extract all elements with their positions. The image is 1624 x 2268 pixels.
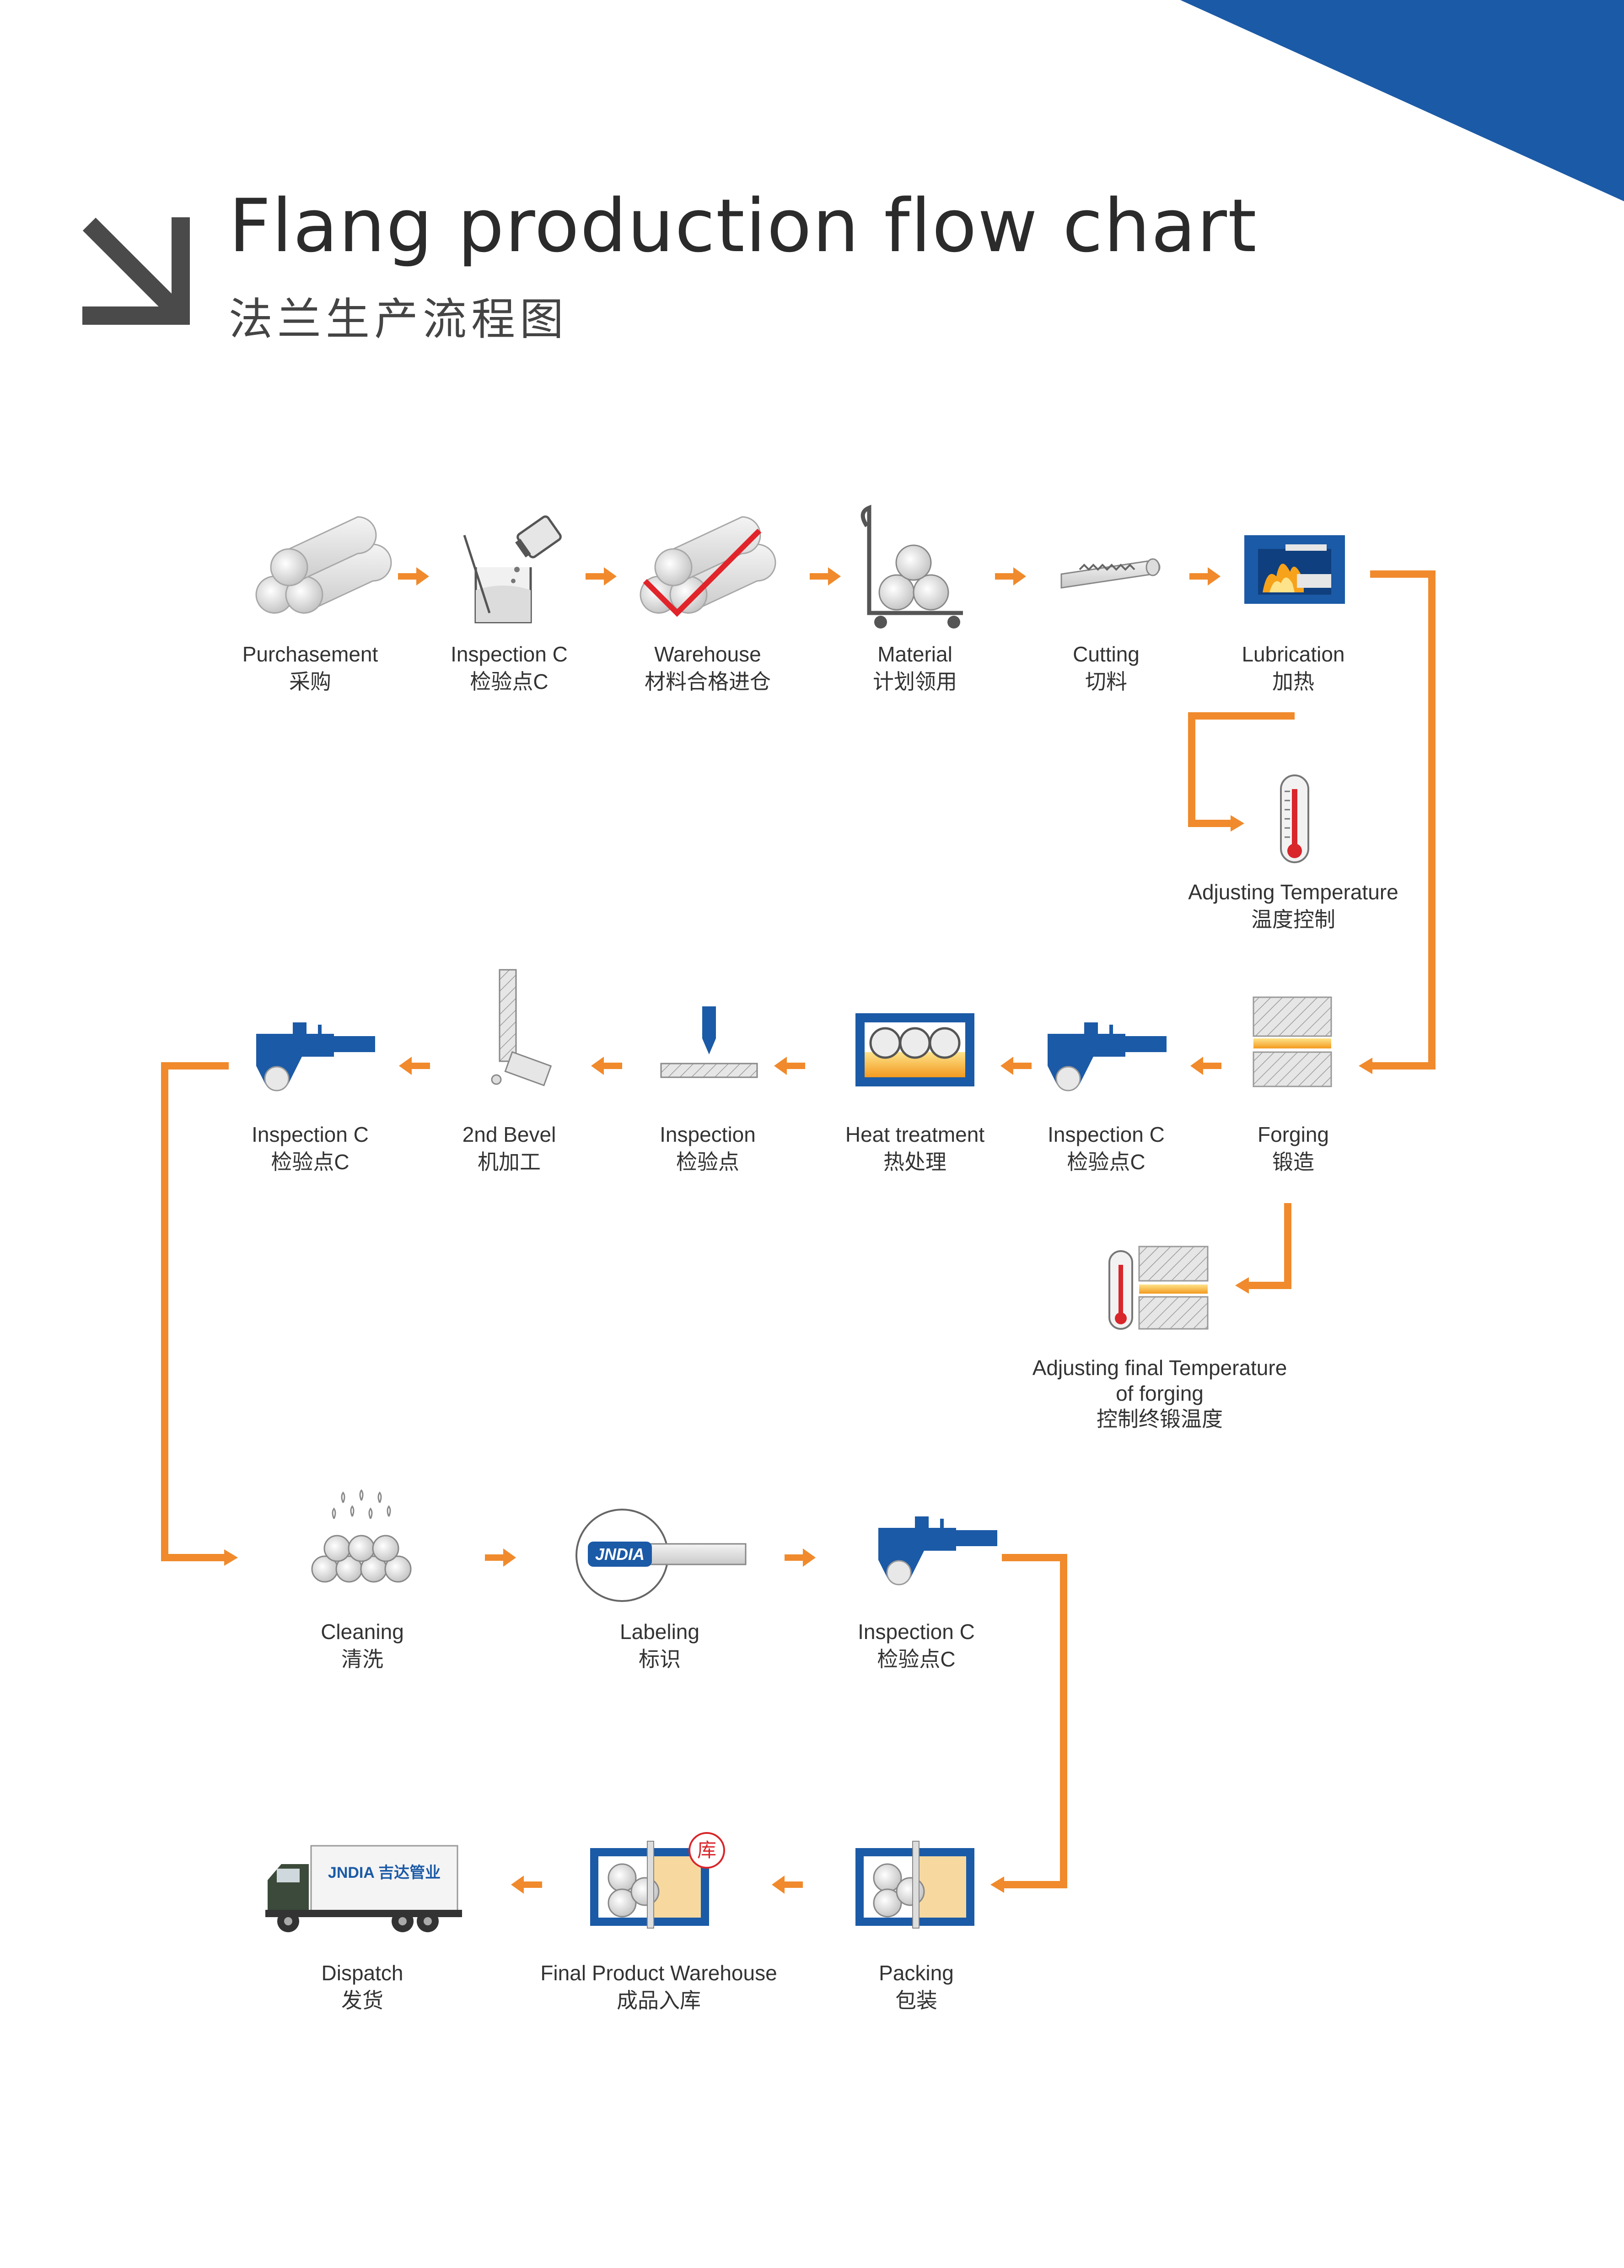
step-label-cutting: Cutting 切料 [941, 640, 1271, 695]
label-brand-text: JNDIA [595, 1545, 645, 1564]
step-label-en: Heat treatment [845, 1123, 985, 1146]
step-label-en: Labeling [620, 1620, 699, 1644]
step-label-material: Material 计划领用 [750, 640, 1080, 695]
step-label-zh: 加热 [1272, 670, 1314, 693]
step-label-en: Adjusting final Temperature [1032, 1356, 1287, 1380]
caliper-icon [1047, 1021, 1167, 1091]
caliper-icon [877, 1516, 998, 1585]
cleaning-icon [311, 1489, 412, 1583]
step-label-adjusting-final-temp: Adjusting final Temperature of forging 控… [995, 1355, 1324, 1432]
step-label-zh: 清洗 [341, 1647, 383, 1671]
step-label-zh: 材料合格进仓 [645, 670, 771, 693]
step-label-zh: 机加工 [478, 1150, 541, 1174]
step-label-en-line2: of forging [1116, 1381, 1204, 1405]
step-label-zh: 采购 [289, 670, 331, 693]
step-arrows [398, 567, 1221, 1894]
package-box-icon [855, 1841, 974, 1929]
step-label-packing: Packing 包装 [752, 1959, 1081, 2014]
step-label-purchasement: Purchasement 采购 [145, 640, 475, 695]
step-label-zh: 温度控制 [1251, 908, 1335, 931]
step-label-en: Inspection C [858, 1620, 975, 1644]
step-label-en: Material [877, 642, 952, 666]
step-label-en: Cutting [1073, 642, 1140, 666]
step-label-inspection-1: Inspection C 检验点C [344, 640, 674, 695]
step-label-en: Lubrication [1242, 642, 1345, 666]
step-label-inspection-4: Inspection C 检验点C [145, 1121, 475, 1176]
step-label-adjusting-temp: Adjusting Temperature 温度控制 [1129, 878, 1458, 933]
approved-bars-icon [640, 516, 776, 617]
step-label-bevel: 2nd Bevel 机加工 [344, 1121, 674, 1176]
step-label-lubrication: Lubrication 加热 [1129, 640, 1458, 695]
corner-blue-band [1180, 0, 1624, 201]
step-label-zh: 包装 [895, 1989, 937, 2012]
step-label-zh: 切料 [1085, 670, 1127, 693]
step-label-zh: 发货 [341, 1989, 383, 2012]
step-label-zh: 检验点C [1067, 1150, 1145, 1174]
truck-icon: JNDIA 吉达管业 [265, 1845, 462, 1932]
step-label-zh: 控制终锻温度 [1097, 1407, 1223, 1431]
probe-inspection-icon [660, 1006, 758, 1078]
step-label-warehouse: Warehouse 材料合格进仓 [543, 640, 872, 695]
warehouse-box-icon: 库 [590, 1832, 725, 1929]
step-label-zh: 检验点C [877, 1647, 956, 1671]
step-label-en: Inspection [660, 1123, 756, 1146]
caliper-icon [255, 1021, 376, 1091]
step-label-dispatch: Dispatch 发货 [198, 1959, 527, 2014]
bevel-machining-icon [491, 969, 552, 1086]
step-label-en: Purchasement [242, 642, 378, 666]
step-label-en: Adjusting Temperature [1188, 880, 1398, 904]
step-label-inspection-2: Inspection C 检验点C [941, 1121, 1271, 1176]
down-right-arrow-icon [82, 217, 190, 325]
step-label-zh: 成品入库 [617, 1989, 701, 2012]
page-title: Flang production flow chart [229, 183, 1258, 269]
saw-cutting-icon [1060, 558, 1161, 589]
thermometer-icon [1280, 774, 1309, 863]
label-icon: JNDIA [575, 1509, 747, 1602]
step-label-zh: 检验点C [470, 670, 549, 693]
furnace-fire-icon [1244, 535, 1345, 604]
step-label-en: Warehouse [654, 642, 761, 666]
step-label-en: Cleaning [321, 1620, 404, 1644]
connector-arrowheads [224, 815, 1372, 1893]
flow-connectors [161, 570, 1436, 1888]
hand-truck-icon [860, 505, 963, 629]
forging-press-icon [1253, 996, 1332, 1087]
step-label-zh: 检验点 [676, 1150, 739, 1174]
page-subtitle: 法兰生产流程图 [229, 294, 568, 345]
step-label-zh: 计划领用 [873, 670, 957, 693]
step-label-en: Forging [1258, 1123, 1329, 1146]
step-label-en: Inspection C [252, 1123, 369, 1146]
step-label-inspection-5: Inspection C 检验点C [752, 1618, 1081, 1673]
step-label-inspection-3: Inspection 检验点 [543, 1121, 872, 1176]
warehouse-badge: 库 [697, 1839, 716, 1861]
thermometer-press-icon [1108, 1246, 1209, 1330]
heat-treatment-icon [855, 1013, 974, 1086]
step-label-final-warehouse: Final Product Warehouse 成品入库 [494, 1959, 823, 2014]
step-label-forging: Forging 锻造 [1129, 1121, 1458, 1176]
step-label-cleaning: Cleaning 清洗 [198, 1618, 527, 1673]
step-label-zh: 标识 [639, 1647, 681, 1671]
step-label-heat-treatment: Heat treatment 热处理 [750, 1121, 1080, 1176]
step-label-en: Packing [879, 1961, 954, 1985]
step-label-en: Dispatch [321, 1961, 403, 1985]
step-label-zh: 热处理 [883, 1150, 946, 1174]
truck-brand-text: JNDIA 吉达管业 [328, 1864, 441, 1881]
beaker-inspection-icon [463, 515, 562, 623]
step-label-zh: 检验点C [271, 1150, 350, 1174]
step-label-zh: 锻造 [1272, 1150, 1314, 1174]
step-label-en: 2nd Bevel [462, 1123, 556, 1146]
step-label-en: Inspection C [1048, 1123, 1165, 1146]
step-label-en: Inspection C [451, 642, 568, 666]
step-label-en: Final Product Warehouse [540, 1961, 777, 1985]
step-label-labeling: Labeling 标识 [495, 1618, 824, 1673]
steel-bars-icon [255, 516, 392, 614]
